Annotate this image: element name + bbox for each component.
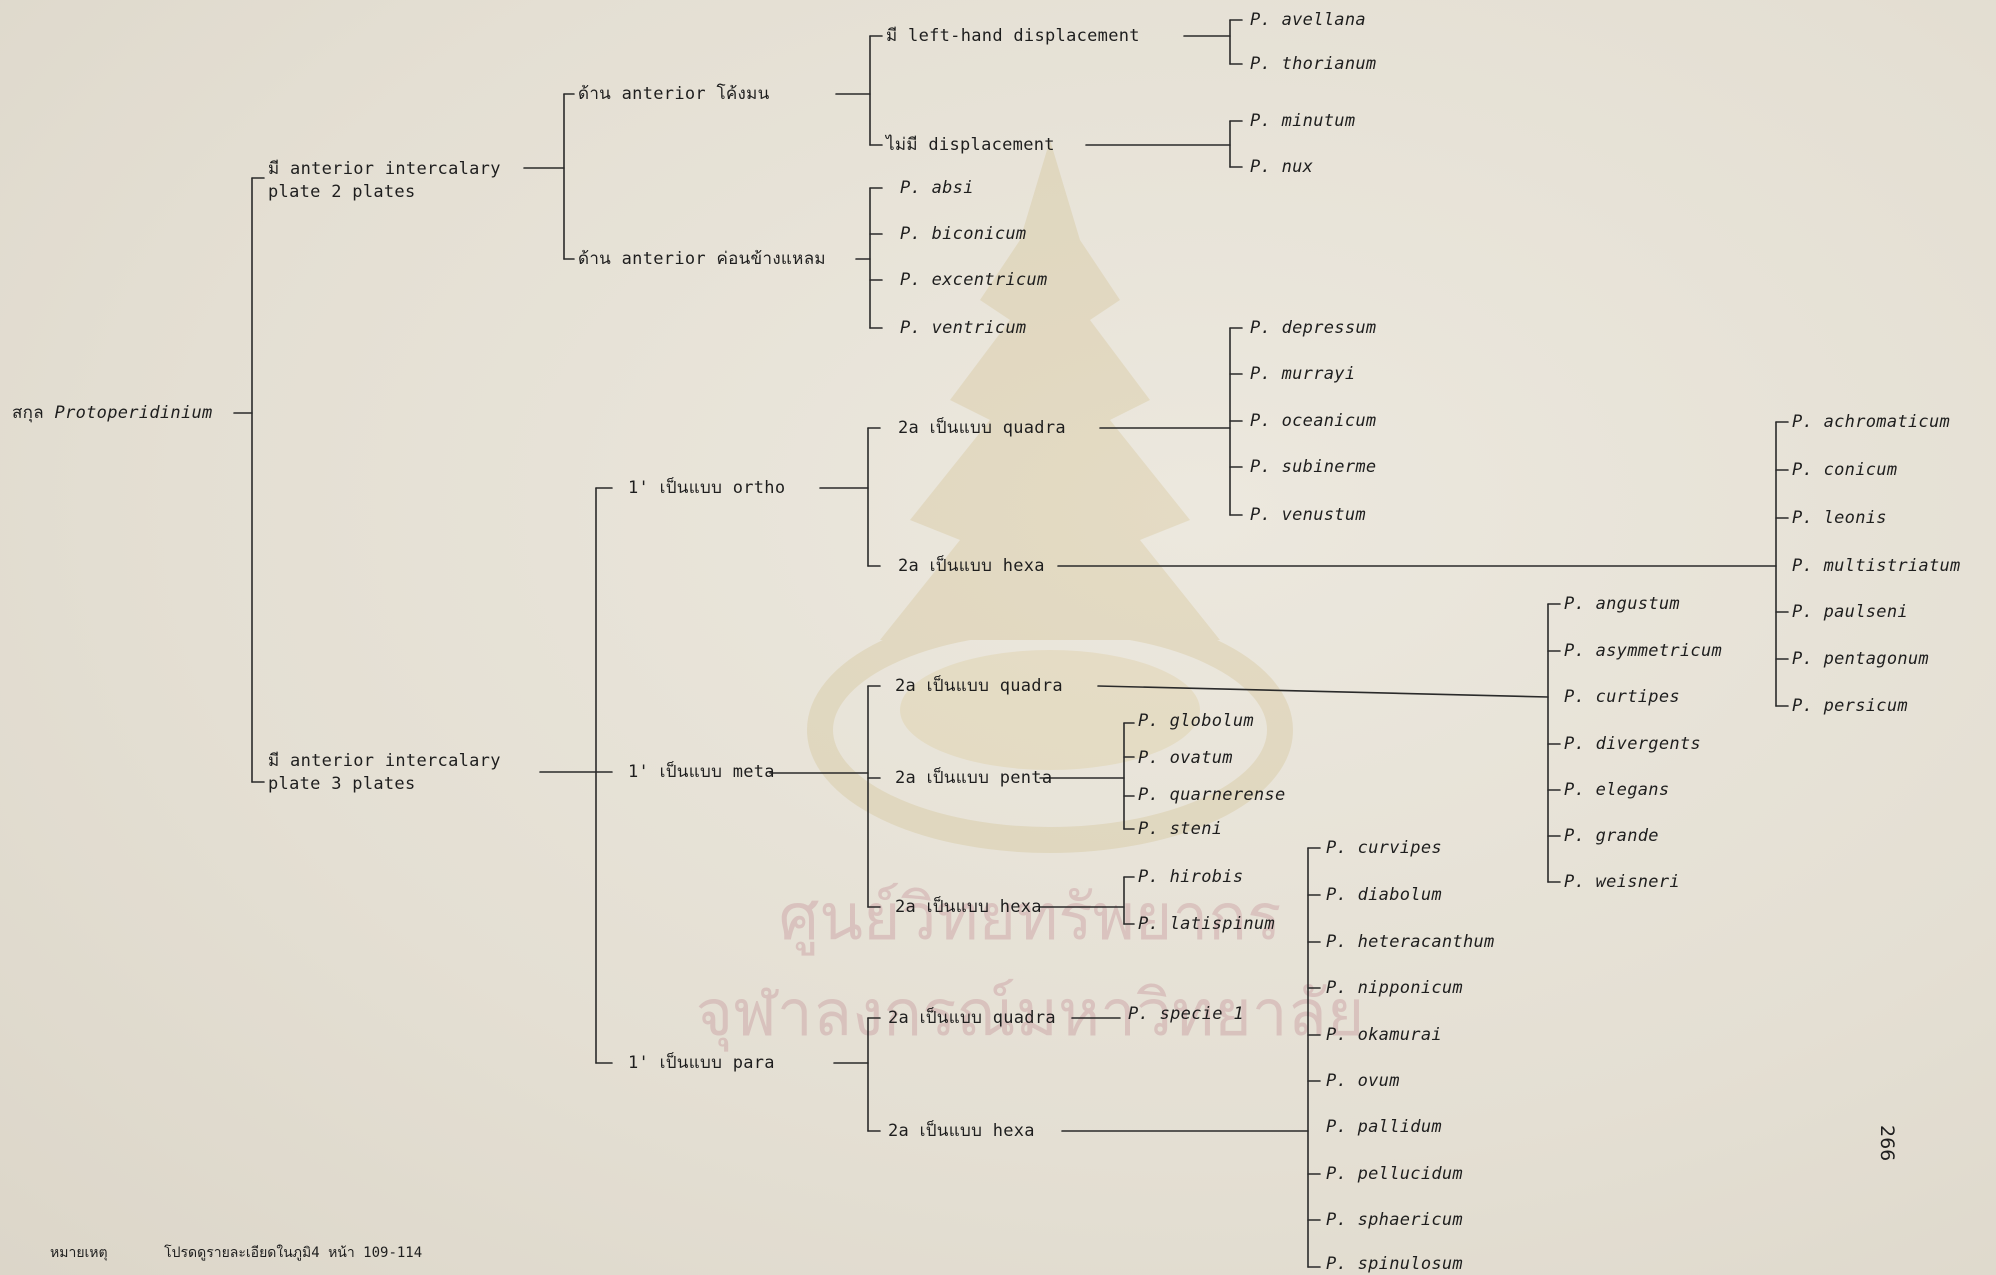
species-label: P. pentagonum xyxy=(1792,649,1929,669)
species-label: P. avellana xyxy=(1250,10,1366,30)
species-label: P. ovum xyxy=(1326,1071,1400,1091)
species-label: P. excentricum xyxy=(900,270,1048,290)
species-label: P. multistriatum xyxy=(1792,556,1961,576)
footnote-label: หมายเหตุ xyxy=(50,1245,108,1261)
species-label: P. nux xyxy=(1250,157,1314,177)
species-label: P. minutum xyxy=(1250,111,1356,131)
species-label: P. grande xyxy=(1564,826,1659,846)
species-label: P. pellucidum xyxy=(1326,1164,1463,1184)
ortho-node: 1' เป็นแบบ ortho xyxy=(628,478,786,498)
meta-node: 1' เป็นแบบ meta xyxy=(628,762,775,782)
species-label: P. sphaericum xyxy=(1326,1210,1463,1230)
species-label: P. subinerme xyxy=(1250,457,1377,477)
species-label: P. heteracanthum xyxy=(1326,932,1495,952)
branch-2-plates: มี anterior intercalary plate 2 plates xyxy=(268,158,501,204)
meta-quadra-node: 2a เป็นแบบ quadra xyxy=(895,676,1063,696)
species-label: P. paulseni xyxy=(1792,602,1908,622)
species-label: P. venustum xyxy=(1250,505,1366,525)
species-label: P. weisneri xyxy=(1564,872,1680,892)
anterior-pointed-node: ด้าน anterior ค่อนข้างแหลม xyxy=(578,249,826,269)
species-label: P. hirobis xyxy=(1138,867,1244,887)
branch-2-plates-line2: plate 2 plates xyxy=(268,182,416,202)
no-displacement-node: ไม่มี displacement xyxy=(886,135,1055,155)
para-hexa-node: 2a เป็นแบบ hexa xyxy=(888,1121,1035,1141)
branch-3-plates-line2: plate 3 plates xyxy=(268,774,416,794)
para-quadra-node: 2a เป็นแบบ quadra xyxy=(888,1008,1056,1028)
genus-root-label: สกุล Protoperidinium xyxy=(12,403,213,423)
species-label: P. achromaticum xyxy=(1792,412,1951,432)
species-label: P. curvipes xyxy=(1326,838,1442,858)
species-label: P. elegans xyxy=(1564,780,1670,800)
species-label: P. ventricum xyxy=(900,318,1027,338)
genus-prefix: สกุล xyxy=(12,403,55,423)
species-label: P. curtipes xyxy=(1564,687,1680,707)
left-displacement-node: มี left-hand displacement xyxy=(886,26,1140,46)
footnote-text: โปรดดูรายละเอียดในภูมิ4 หน้า 109-114 xyxy=(164,1245,423,1261)
species-label: P. conicum xyxy=(1792,460,1898,480)
branch-3-plates-line1: มี anterior intercalary xyxy=(268,751,501,771)
species-label: P. steni xyxy=(1138,819,1223,839)
species-label: P. absi xyxy=(900,178,974,198)
para-node: 1' เป็นแบบ para xyxy=(628,1053,775,1073)
species-label: P. quarnerense xyxy=(1138,785,1286,805)
meta-hexa-node: 2a เป็นแบบ hexa xyxy=(895,897,1042,917)
branch-3-plates: มี anterior intercalary plate 3 plates xyxy=(268,750,501,796)
ortho-quadra-node: 2a เป็นแบบ quadra xyxy=(898,418,1066,438)
species-label: P. angustum xyxy=(1564,594,1680,614)
species-label: P. depressum xyxy=(1250,318,1377,338)
species-label: P. murrayi xyxy=(1250,364,1356,384)
footnote: หมายเหตุ โปรดดูรายละเอียดในภูมิ4 หน้า 10… xyxy=(50,1242,470,1264)
species-label: P. biconicum xyxy=(900,224,1027,244)
species-label: P. oceanicum xyxy=(1250,411,1377,431)
species-label: P. diabolum xyxy=(1326,885,1442,905)
species-label: P. divergents xyxy=(1564,734,1701,754)
genus-name: Protoperidinium xyxy=(54,403,213,423)
species-label: P. specie 1 xyxy=(1128,1004,1244,1024)
anterior-rounded-node: ด้าน anterior โค้งมน xyxy=(578,84,770,104)
species-label: P. asymmetricum xyxy=(1564,641,1723,661)
species-label: P. leonis xyxy=(1792,508,1887,528)
species-label: P. pallidum xyxy=(1326,1117,1442,1137)
ortho-hexa-node: 2a เป็นแบบ hexa xyxy=(898,556,1045,576)
species-label: P. ovatum xyxy=(1138,748,1233,768)
page-number: 266 xyxy=(1876,1125,1898,1162)
species-label: P. thorianum xyxy=(1250,54,1377,74)
species-label: P. persicum xyxy=(1792,696,1908,716)
species-label: P. latispinum xyxy=(1138,914,1275,934)
meta-penta-node: 2a เป็นแบบ penta xyxy=(895,768,1053,788)
species-label: P. okamurai xyxy=(1326,1025,1442,1045)
species-label: P. nipponicum xyxy=(1326,978,1463,998)
species-label: P. globolum xyxy=(1138,711,1254,731)
branch-2-plates-line1: มี anterior intercalary xyxy=(268,159,501,179)
species-label: P. spinulosum xyxy=(1326,1254,1463,1274)
